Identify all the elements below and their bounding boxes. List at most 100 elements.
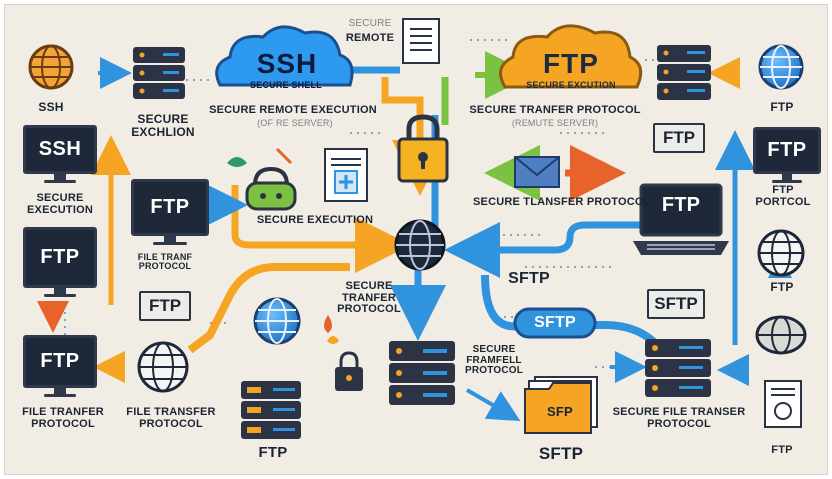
globe-icon <box>394 219 446 271</box>
label-sftp-bottom-center: SFTP <box>538 444 584 463</box>
document-icon <box>764 380 802 428</box>
server-icon <box>645 339 711 397</box>
ftp-cloud-icon <box>499 24 643 89</box>
folder-icon <box>524 376 598 434</box>
label-secure-tranfer-center: SECURE TRANFER PROTOCOL <box>325 280 413 316</box>
label-ftp-top-right: FTP <box>770 100 794 114</box>
label-ftp-bottom-center: FTP <box>258 444 288 461</box>
pipe-blue-hub <box>444 221 645 278</box>
ssh-monitor: SSH <box>23 125 97 183</box>
label-secure-remote-execution-sub: (OF RE SERVER) <box>257 118 333 128</box>
document-plus-icon <box>324 148 368 202</box>
ftp-laptop-screen-text: FTP <box>661 194 701 216</box>
ftp-monitor-left-1-text: FTP <box>40 246 80 268</box>
label-file-tranfer-left: FILE TRANFER PROTOCOL <box>11 406 115 430</box>
label-secure-remote-execution: SECURE REMOTE EXECUTION <box>209 104 377 116</box>
ftp-monitor-left-1: FTP <box>23 227 97 297</box>
label-remote-faded: SECURE <box>348 18 392 29</box>
server-icon <box>389 341 455 405</box>
label-file-tranf-line1: FILE TRANF <box>137 252 193 262</box>
label-secure-framfell-line3: PROTOCOL <box>464 365 524 376</box>
label-remote-server-sub: (REMUTE SERVER) <box>511 118 599 128</box>
padlock-icon <box>335 351 363 391</box>
label-file-tranfer-left-line2: PROTOCOL <box>31 417 95 430</box>
label-file-transfer-mid-line2: PROTOCOL <box>139 417 203 430</box>
leaf-icon <box>327 336 339 344</box>
padlock-icon <box>245 166 297 211</box>
label-secure-file-transer: SECURE FILE TRANSER PROTOCOL <box>609 406 749 430</box>
ftp-monitor-left-2-text: FTP <box>40 350 80 372</box>
label-file-tranfer-left-line1: FILE TRANFER <box>22 406 104 418</box>
label-secure-exchlion-line1: SECURE <box>137 112 189 126</box>
envelope-icon <box>514 156 560 188</box>
label-secure-framfell-line2: FRAMFELL <box>466 354 522 366</box>
document-icon <box>402 18 440 64</box>
laptop-icon <box>633 183 729 255</box>
label-file-transfer-mid-line1: FILE TRANSFER <box>126 406 216 418</box>
ssh-monitor-screen-text: SSH <box>38 138 82 160</box>
label-ftp-bottom-right: FTP <box>771 444 793 456</box>
padlock-icon <box>397 114 449 183</box>
label-secure-execution-mid: SECURE EXECUTION <box>245 214 385 227</box>
label-secure-execution-left-line1: SECURE <box>36 192 84 204</box>
leaf-icon <box>227 147 293 167</box>
pipe-orange-hub <box>231 185 411 273</box>
label-secure-tranfer-center-line2: TRANFER <box>342 291 396 304</box>
label-file-transfer-mid: FILE TRANSFER PROTOCOL <box>121 406 221 430</box>
label-secure-file-transer-line1: SECURE FILE TRANSER <box>612 406 746 418</box>
sftp-box-right-text: SFTP <box>654 294 698 313</box>
label-secure-exchlion: SECURE EXCHLION <box>123 113 203 138</box>
server-icon <box>657 45 711 100</box>
ftp-box-left-text: FTP <box>148 296 182 315</box>
water-drop-icon <box>324 315 332 333</box>
label-top-left-globe: SSH <box>38 100 64 114</box>
ftp-monitor-right: FTP <box>753 127 821 183</box>
ssh-cloud-icon <box>215 25 354 87</box>
server-icon <box>241 381 301 439</box>
label-sftp-right: SFTP <box>508 270 550 287</box>
diagram-graphics <box>28 18 807 439</box>
diagram-canvas: SSH SECURE SHELL FTP SECURE EXCUTION SSH… <box>4 4 828 475</box>
ftp-monitor-center-left: FTP <box>131 179 209 245</box>
label-ftp-portcol-line2: PORTCOL <box>755 195 811 208</box>
ftp-monitor-center-left-text: FTP <box>150 196 190 218</box>
sftp-folder-text: SFP <box>547 404 573 419</box>
globe-icon <box>755 315 807 355</box>
server-icon <box>133 47 185 99</box>
ftp-monitor-left-2: FTP <box>23 335 97 397</box>
ftp-cloud-subtitle: SECURE EXCUTION <box>526 80 616 90</box>
label-file-tranf-line2: PROTOCOL <box>138 261 192 272</box>
label-secure-exchlion-line2: EXCHLION <box>131 124 195 139</box>
label-secure-execution-mid-line2: EXECUTION <box>307 214 374 226</box>
globe-icon <box>758 44 804 90</box>
sftp-pill-shape <box>513 307 597 339</box>
ftp-box-right-top: FTP <box>653 123 705 153</box>
globe-icon <box>253 297 301 345</box>
ftp-monitor-right-text: FTP <box>767 139 807 161</box>
label-ftp-right-globe: FTP <box>770 280 794 294</box>
arrow-to-folder <box>465 388 521 422</box>
label-secure-execution-mid-line1: SECURE <box>256 214 304 226</box>
globe-icon <box>28 44 74 90</box>
label-secure-tranfer-protocol-top: SECURE TRANFER PROTOCOL <box>469 104 641 116</box>
pipe-orange-left <box>187 263 350 354</box>
ftp-cloud-title: FTP <box>543 48 599 79</box>
label-ftp-portcol-line1: FTP <box>772 184 794 196</box>
sftp-box-right: SFTP <box>647 289 705 319</box>
label-secure-execution-left: SECURE EXECUTION <box>17 192 103 216</box>
label-secure-tranfer-center-line3: PROTOCOL <box>337 303 401 316</box>
label-secure-tlansfer-protocol: SECURE TLANSFER PROTOCOL <box>473 196 651 208</box>
sftp-pill-text: SFTP <box>534 314 576 331</box>
ftp-box-right-top-text: FTP <box>662 128 696 147</box>
label-ftp-portcol: FTP PORTCOL <box>753 184 813 208</box>
label-secure-framfell-line1: SECURE <box>472 344 516 355</box>
ssh-cloud-title: SSH <box>256 48 318 79</box>
label-file-tranf: FILE TRANF PROTOCOL <box>125 252 205 272</box>
globe-icon <box>137 341 189 393</box>
label-secure-execution-left-line2: EXECUTION <box>27 203 93 216</box>
label-secure-file-transer-line2: PROTOCOL <box>647 417 711 430</box>
ssh-cloud-subtitle: SECURE SHELL <box>250 80 322 90</box>
label-remote: REMOTE <box>345 32 395 44</box>
ftp-box-left: FTP <box>139 291 191 321</box>
